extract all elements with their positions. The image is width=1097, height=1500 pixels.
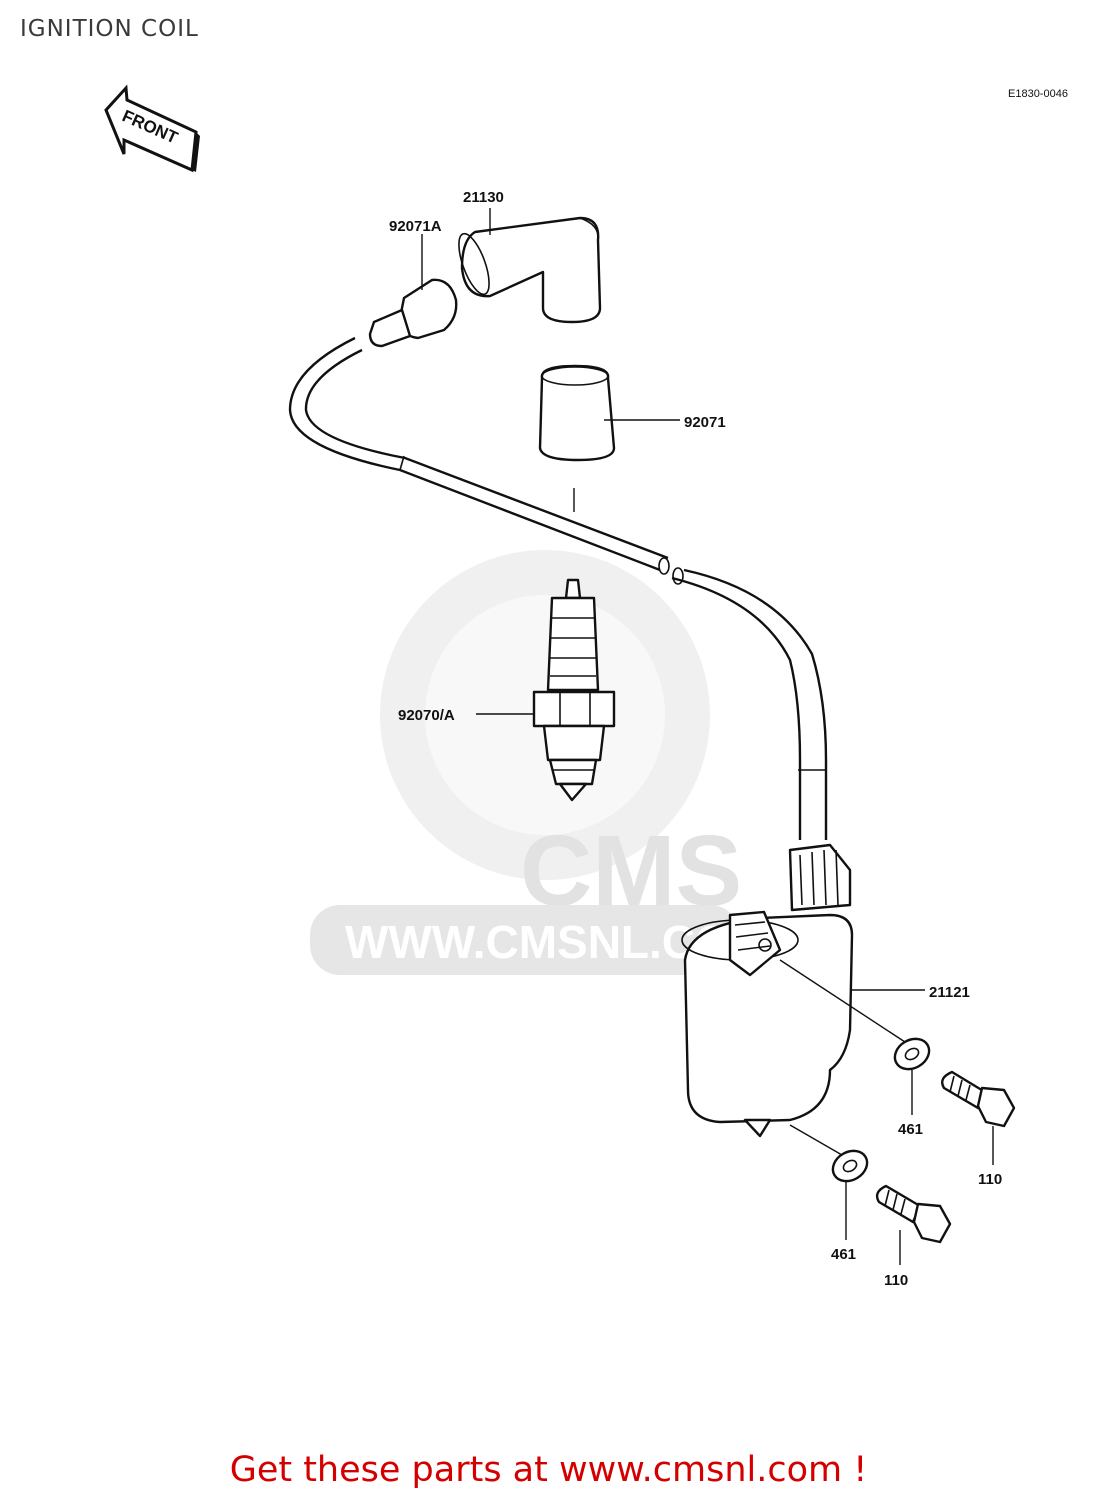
- front-arrow-icon: FRONT: [104, 84, 200, 173]
- callout-21121: 21121: [929, 984, 970, 1001]
- callout-92071a: 92071A: [389, 218, 442, 235]
- bolt-110-upper: [941, 1070, 1016, 1128]
- washer-461-lower: [789, 1124, 869, 1183]
- washer-461-upper: [779, 959, 931, 1071]
- diagram-code: E1830-0046: [1008, 88, 1068, 100]
- footer-cta-link[interactable]: Get these parts at www.cmsnl.com !: [229, 1450, 868, 1490]
- callout-92071: 92071: [684, 414, 726, 431]
- bolt-110-lower: [875, 1184, 952, 1244]
- ignition-coil-diagram: CMS WWW.CMSNL.COM E1830-0046 FRONT: [104, 84, 1068, 1289]
- ignition-coil-body: [681, 843, 854, 1138]
- callout-110-upper: 110: [978, 1171, 1002, 1188]
- spark-plug: [532, 488, 616, 802]
- callout-21130: 21130: [463, 189, 504, 206]
- callout-461-upper: 461: [898, 1121, 923, 1138]
- page-title: IGNITION COIL: [20, 16, 199, 42]
- callout-461-lower: 461: [831, 1246, 856, 1263]
- cms-watermark: CMS WWW.CMSNL.COM: [310, 550, 769, 975]
- spark-plug-cap: [458, 216, 602, 324]
- high-tension-lead: [288, 336, 828, 840]
- callout-92070a: 92070/A: [398, 707, 455, 724]
- callout-110-lower: 110: [884, 1272, 908, 1289]
- cap-seal-92071a: [368, 278, 458, 348]
- boot-92071: [538, 364, 616, 462]
